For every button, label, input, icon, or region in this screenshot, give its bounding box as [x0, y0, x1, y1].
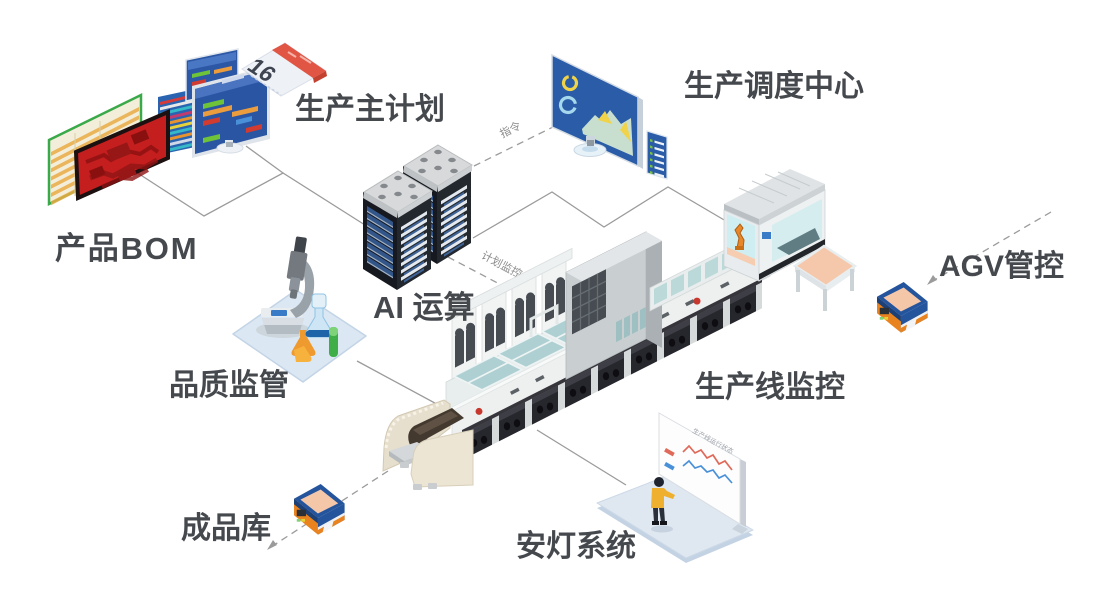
- svg-text:生产调度中心: 生产调度中心: [684, 70, 864, 103]
- svg-text:AI 运算: AI 运算: [373, 290, 475, 325]
- svg-text:产品BOM: 产品BOM: [55, 231, 198, 266]
- svg-text:生产主计划: 生产主计划: [295, 93, 445, 126]
- svg-text:成品库: 成品库: [181, 512, 271, 545]
- svg-text:生产线监控: 生产线监控: [695, 371, 845, 404]
- svg-text:AGV管控: AGV管控: [939, 250, 1064, 283]
- svg-text:安灯系统: 安灯系统: [516, 529, 636, 563]
- svg-text:品质监管: 品质监管: [169, 369, 289, 402]
